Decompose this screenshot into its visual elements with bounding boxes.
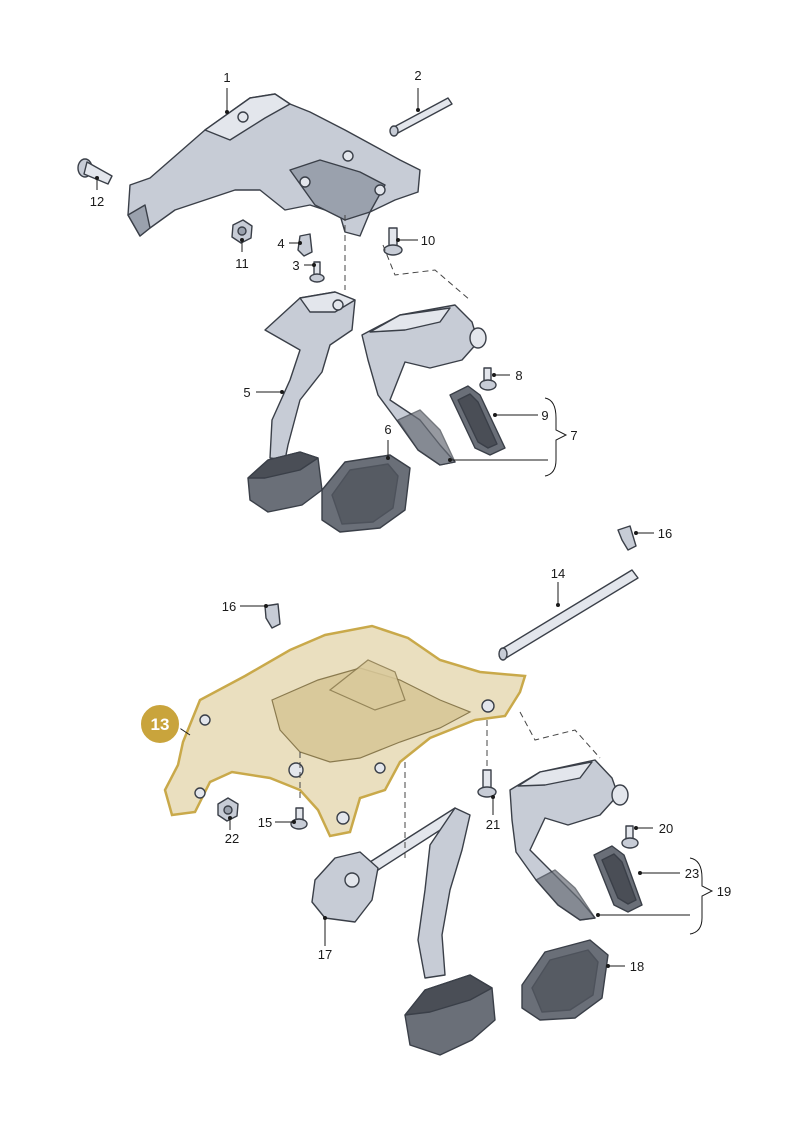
nut-part-11 (231, 219, 253, 244)
callout-16-upper: 16 (658, 526, 672, 541)
nut-part-22 (217, 797, 239, 822)
lower-assembly: 13 (139, 525, 643, 1056)
callout-6: 6 (384, 422, 391, 437)
callout-10: 10 (421, 233, 435, 248)
screw-part-10 (383, 227, 403, 256)
screw-part-8 (479, 367, 497, 391)
callout-23: 23 (685, 866, 699, 881)
callout-12: 12 (90, 194, 104, 209)
callout-label: 13 (151, 715, 170, 734)
callout-22: 22 (225, 831, 239, 846)
pin-part-14 (498, 569, 639, 661)
screw-part-20 (621, 825, 639, 849)
brake-pedal-part-17 (311, 807, 496, 1056)
clutch-pedal-part-5 (247, 291, 356, 513)
callout-17: 17 (318, 947, 332, 962)
bolt-part-12 (77, 158, 113, 185)
screw-part-3 (309, 261, 325, 283)
callout-11: 11 (235, 256, 249, 271)
callout-14: 14 (551, 566, 565, 581)
leader-lines (95, 88, 714, 968)
callout-19: 19 (717, 884, 731, 899)
clip-part-16-upper (617, 525, 637, 551)
screw-part-21 (477, 769, 497, 798)
upper-assembly (77, 93, 506, 533)
pad-part-23 (593, 845, 643, 913)
callout-2: 2 (414, 68, 421, 83)
accelerator-module-part-19 (509, 759, 629, 921)
callout-15: 15 (258, 815, 272, 830)
callout-4: 4 (277, 236, 284, 251)
callout-5: 5 (243, 385, 250, 400)
clip-part-4 (297, 233, 313, 257)
accelerator-module-part-7 (361, 304, 487, 466)
clip-part-16-lower (264, 603, 281, 629)
callout-21: 21 (486, 817, 500, 832)
pad-part-9 (449, 385, 506, 456)
callout-1: 1 (223, 70, 230, 85)
callout-7: 7 (570, 428, 577, 443)
pin-part-2 (389, 97, 453, 137)
callout-3: 3 (292, 258, 299, 273)
screw-part-15 (290, 807, 308, 830)
callout-badge-13: 13 (139, 703, 191, 745)
pad-part-18 (521, 939, 609, 1021)
alignment-line (382, 244, 471, 301)
pad-part-6 (321, 454, 411, 533)
pedal-bracket-part-1 (127, 93, 421, 237)
callout-labels: 1 2 12 11 4 3 10 5 6 8 9 7 16 14 16 15 2… (90, 68, 731, 974)
callout-20: 20 (659, 821, 673, 836)
callout-8: 8 (515, 368, 522, 383)
callout-16-lower: 16 (222, 599, 236, 614)
callout-9: 9 (541, 408, 548, 423)
alignment-line (519, 711, 601, 759)
callout-18: 18 (630, 959, 644, 974)
